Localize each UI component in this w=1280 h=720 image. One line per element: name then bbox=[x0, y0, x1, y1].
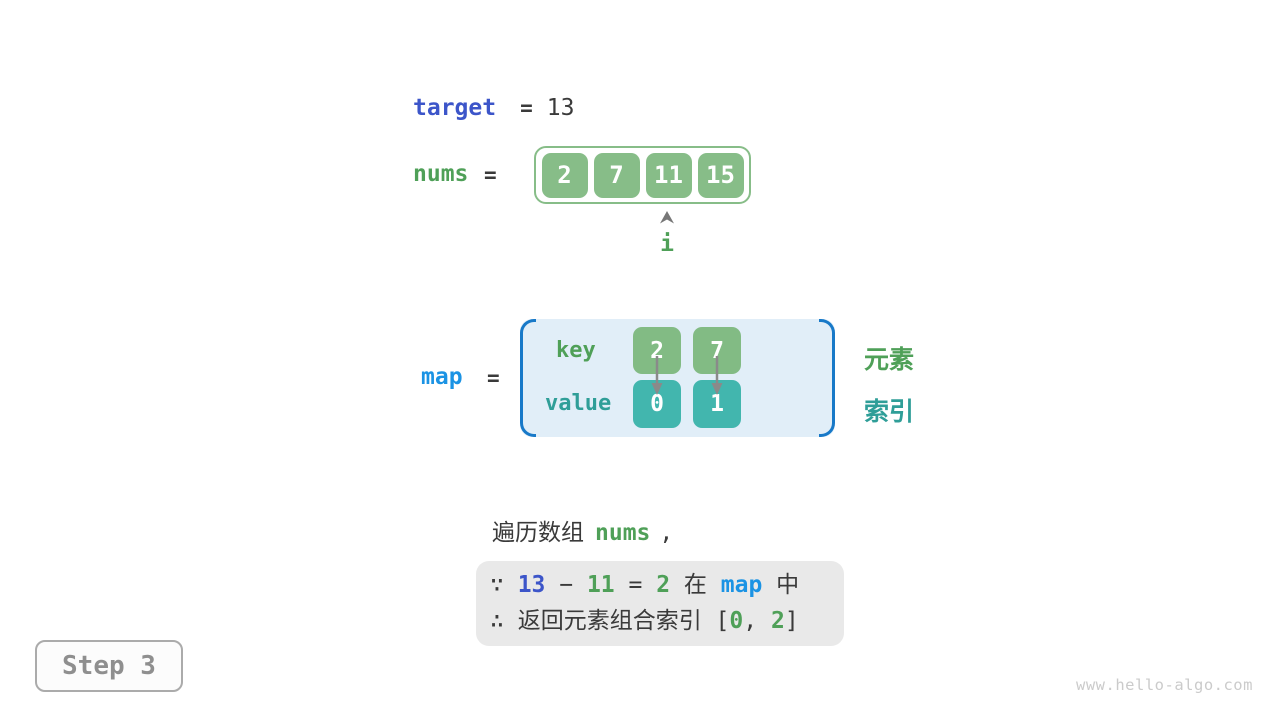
map-variable-label: map bbox=[421, 364, 463, 390]
nums-array-box: 2 7 11 15 bbox=[534, 146, 751, 204]
caption-nums-code: nums bbox=[595, 520, 651, 546]
map-value-cell: 0 bbox=[633, 380, 681, 428]
nums-equals-sign: = bbox=[484, 163, 497, 187]
conclusion-line-because: ∵ 13 − 11 = 2 在 map 中 bbox=[490, 572, 800, 598]
caption-text: 遍历数组 bbox=[492, 519, 584, 545]
nums-variable-label: nums bbox=[413, 161, 469, 187]
map-box: key value 2 7 0 1 bbox=[520, 319, 835, 437]
key-to-value-arrow-down-icon bbox=[711, 356, 723, 395]
target-equals-sign: = bbox=[520, 96, 533, 120]
map-equals-sign: = bbox=[487, 366, 500, 390]
array-cell: 2 bbox=[541, 152, 588, 198]
target-variable-label: target bbox=[413, 95, 497, 121]
map-value-row-label: value bbox=[545, 391, 612, 416]
array-cell: 7 bbox=[593, 152, 640, 198]
key-to-value-arrow-down-icon bbox=[651, 356, 663, 395]
map-left-bracket bbox=[520, 319, 536, 437]
map-index-side-label: 索引 bbox=[864, 398, 915, 426]
target-row: target = 13 bbox=[413, 95, 574, 121]
map-right-bracket bbox=[819, 319, 835, 437]
caption-traverse-array: 遍历数组 nums , bbox=[492, 513, 673, 547]
step-badge: Step 3 bbox=[35, 640, 183, 692]
conclusion-box: ∵ 13 − 11 = 2 在 map 中 ∴ 返回元素组合索引 [0, 2] bbox=[476, 561, 844, 646]
map-value-cell: 1 bbox=[693, 380, 741, 428]
site-watermark: www.hello-algo.com bbox=[1076, 676, 1253, 694]
conclusion-line-therefore: ∴ 返回元素组合索引 [0, 2] bbox=[490, 608, 799, 634]
array-cell: 11 bbox=[645, 152, 692, 198]
caption-comma: , bbox=[659, 520, 674, 546]
map-key-row-label: key bbox=[556, 338, 596, 363]
array-cell: 15 bbox=[697, 152, 744, 198]
pointer-caret-up-icon bbox=[660, 211, 674, 224]
target-value: 13 bbox=[546, 95, 575, 121]
pointer-index-label: i bbox=[660, 231, 674, 257]
map-element-side-label: 元素 bbox=[864, 346, 915, 374]
